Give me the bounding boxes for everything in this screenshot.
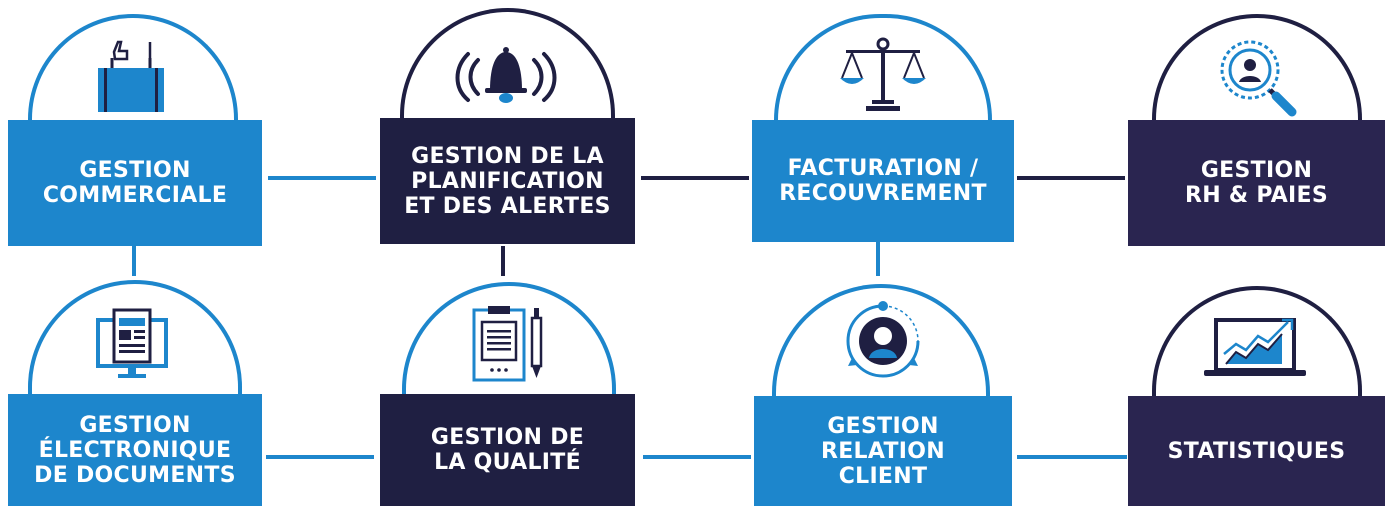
module-title-line: PLANIFICATION	[411, 168, 604, 194]
module-label-box: GESTION RH & PAIES	[1128, 120, 1385, 246]
connector-commerciale-planification	[268, 176, 376, 180]
connector-planification-facturation	[641, 176, 749, 180]
module-title-line: DE DOCUMENTS	[34, 462, 236, 488]
module-gestion-rh-paies[interactable]: GESTION RH & PAIES	[1128, 14, 1385, 246]
module-label-box: GESTION ÉLECTRONIQUE DE DOCUMENTS	[8, 394, 262, 506]
module-label-box: STATISTIQUES	[1128, 396, 1385, 506]
module-title-line: RECOUVREMENT	[779, 181, 987, 206]
connector-qualite-crm	[643, 455, 751, 459]
module-gestion-commerciale[interactable]: GESTION COMMERCIALE	[8, 14, 262, 246]
module-title-line: LA QUALITÉ	[434, 450, 581, 475]
module-title-line: FACTURATION /	[787, 156, 979, 181]
module-title-line: STATISTIQUES	[1167, 438, 1346, 464]
connector-commerciale-ged	[132, 246, 136, 276]
connector-facturation-rh	[1017, 176, 1125, 180]
module-title-line: CLIENT	[838, 463, 928, 489]
connector-crm-stats	[1017, 455, 1127, 459]
connector-facturation-crm	[876, 242, 880, 276]
module-title-line: GESTION	[79, 412, 191, 438]
connector-ged-qualite	[266, 455, 374, 459]
module-title-line: GESTION	[1200, 158, 1313, 183]
magnifier-person-icon	[1220, 40, 1297, 117]
module-gestion-qualite[interactable]: GESTION DE LA QUALITÉ	[380, 282, 635, 506]
module-label-box: GESTION DE LA PLANIFICATION ET DES ALERT…	[380, 118, 635, 244]
module-label-box: FACTURATION / RECOUVREMENT	[752, 120, 1014, 242]
module-title-line: RELATION	[820, 438, 945, 464]
briefcase-hand-icon	[98, 40, 164, 112]
module-title-line: GESTION	[79, 158, 191, 183]
connector-planification-qualite	[501, 246, 505, 276]
balance-scale-icon	[840, 37, 926, 111]
module-title-line: GESTION	[827, 413, 939, 439]
module-title-line: GESTION DE	[430, 425, 585, 450]
monitor-document-icon	[96, 308, 168, 378]
laptop-chart-icon	[1204, 318, 1306, 376]
alarm-bell-icon	[455, 47, 557, 103]
user-cycle-icon	[846, 301, 920, 378]
module-title-line: RH & PAIES	[1184, 183, 1329, 208]
module-label-box: GESTION RELATION CLIENT	[754, 396, 1012, 506]
clipboard-pen-icon	[472, 306, 543, 382]
module-gestion-relation-client[interactable]: GESTION RELATION CLIENT	[754, 284, 1012, 506]
module-label-box: GESTION COMMERCIALE	[8, 120, 262, 246]
module-label-box: GESTION DE LA QUALITÉ	[380, 394, 635, 506]
module-title-line: ET DES ALERTES	[404, 193, 611, 219]
module-gestion-electronique-documents[interactable]: GESTION ÉLECTRONIQUE DE DOCUMENTS	[8, 280, 262, 506]
module-title-line: GESTION DE LA	[411, 143, 604, 169]
module-statistiques[interactable]: STATISTIQUES	[1128, 286, 1385, 506]
module-facturation-recouvrement[interactable]: FACTURATION / RECOUVREMENT	[752, 14, 1014, 242]
module-title-line: COMMERCIALE	[42, 183, 228, 208]
module-gestion-planification-alertes[interactable]: GESTION DE LA PLANIFICATION ET DES ALERT…	[380, 8, 635, 244]
module-title-line: ÉLECTRONIQUE	[38, 437, 232, 463]
